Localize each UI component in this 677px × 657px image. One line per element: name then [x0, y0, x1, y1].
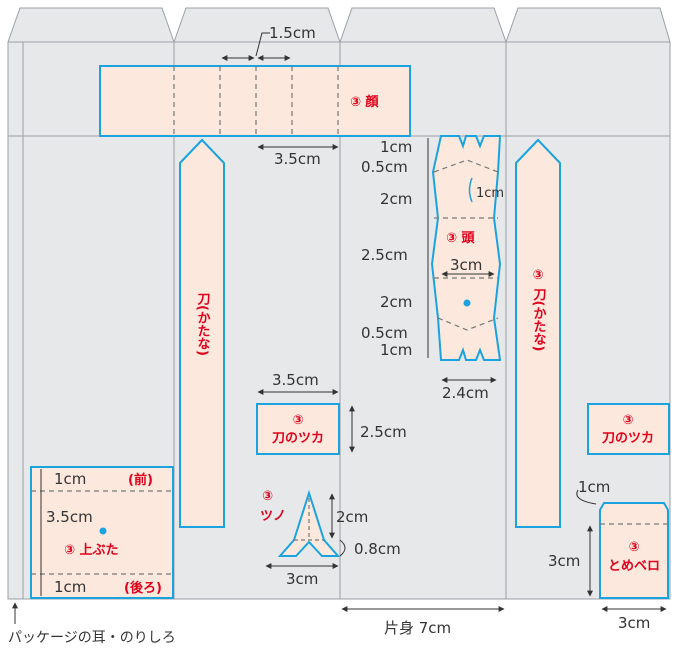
- horn-piece: ③ ツノ 2cm 0.8cm 3cm: [260, 489, 401, 588]
- glue-flap-label: パッケージの耳・のりしろ: [8, 630, 176, 646]
- head-fold: [437, 317, 499, 331]
- hilt-right-piece: ③ 刀のツカ: [587, 403, 670, 455]
- lid-dim-top: 1cm: [54, 470, 86, 488]
- horn-dim-bracket: [339, 539, 346, 557]
- lid-dot: [99, 527, 107, 535]
- head-dim-left: 1cm: [380, 138, 412, 156]
- lid-front: (前): [128, 472, 153, 488]
- sword-right-outline: [515, 138, 561, 528]
- package-panel: [7, 7, 671, 600]
- hilt-center-label: 刀のツカ: [272, 431, 324, 446]
- horn-dim-width: 3cm: [286, 570, 318, 588]
- head-dim-hole: 1cm: [476, 186, 504, 201]
- face-dim-top: 1.5cm: [269, 24, 316, 42]
- lid-piece: 1cm (前) 3.5cm ③ 上ぶた 1cm (後ろ): [30, 466, 174, 599]
- head-dim-left: 0.5cm: [361, 324, 408, 342]
- hilt-center-piece: 3.5cm ③ 刀のツカ 2.5cm: [256, 371, 407, 455]
- sword-left-outline: [179, 138, 225, 528]
- head-fold: [433, 159, 499, 173]
- head-dim-left: 0.5cm: [361, 158, 408, 176]
- head-dim-left: 2cm: [380, 293, 412, 311]
- head-label: ③ 頭: [446, 231, 476, 246]
- head-piece: ③ 頭 3cm 1cm 1cm 0.5cm 2cm 2.5cm 2cm 0.5c…: [361, 135, 504, 402]
- hilt-center-rect: [256, 403, 340, 455]
- horn-dim-small: 0.8cm: [354, 540, 401, 558]
- sword-right-label: ③ 刀(かたな): [531, 268, 547, 351]
- tab-outline: [599, 502, 669, 599]
- horn-dim-height: 2cm: [336, 508, 368, 526]
- hilt-center-num: ③: [292, 413, 303, 428]
- tab-label: とめベロ: [608, 559, 660, 574]
- tab-num: ③: [628, 540, 639, 555]
- head-dim-left: 1cm: [380, 341, 412, 359]
- hilt-center-dim-right: 2.5cm: [360, 423, 407, 441]
- sword-left-label: 刀(かたな): [195, 292, 211, 356]
- tab-piece: 1cm 3cm ③ とめベロ 3cm: [548, 478, 669, 632]
- hilt-right-label: 刀のツカ: [602, 431, 654, 446]
- face-label: ③ 顔: [350, 94, 380, 110]
- head-dot: [463, 299, 471, 307]
- hilt-right-num: ③: [622, 413, 633, 428]
- head-outline: [430, 135, 502, 361]
- face-rect: [99, 65, 411, 137]
- sword-right-piece: ③ 刀(かたな): [515, 138, 561, 528]
- face-piece: ③ 顔 1.5cm 3.5cm: [99, 24, 411, 168]
- tab-dim-leader: [576, 489, 597, 505]
- annotations: パッケージの耳・のりしろ 片身 7cm: [8, 602, 505, 646]
- head-dim-left: 2cm: [380, 190, 412, 208]
- tab-dim-width: 3cm: [618, 614, 650, 632]
- head-dim-left: 2.5cm: [361, 246, 408, 264]
- horn-label: ツノ: [260, 509, 286, 524]
- horn-num: ③: [262, 489, 273, 504]
- lid-label: ③ 上ぶた: [64, 543, 119, 558]
- tab-dim-height: 3cm: [548, 552, 580, 570]
- face-dim-bottom: 3.5cm: [274, 150, 321, 168]
- lid-dim-middle: 3.5cm: [46, 508, 93, 526]
- sword-left-piece: 刀(かたな): [179, 138, 225, 528]
- face-dim-leader: [255, 32, 270, 57]
- head-slit: [468, 177, 473, 203]
- lid-dim-bottom: 1cm: [54, 578, 86, 596]
- head-dim-width: 3cm: [450, 256, 482, 274]
- hilt-right-rect: [587, 403, 670, 455]
- head-dim-bottom: 2.4cm: [442, 384, 489, 402]
- hilt-center-dim-top: 3.5cm: [272, 371, 319, 389]
- half-body-label: 片身 7cm: [384, 619, 451, 637]
- tab-dim-top: 1cm: [578, 478, 610, 496]
- lid-back: (後ろ): [124, 580, 162, 596]
